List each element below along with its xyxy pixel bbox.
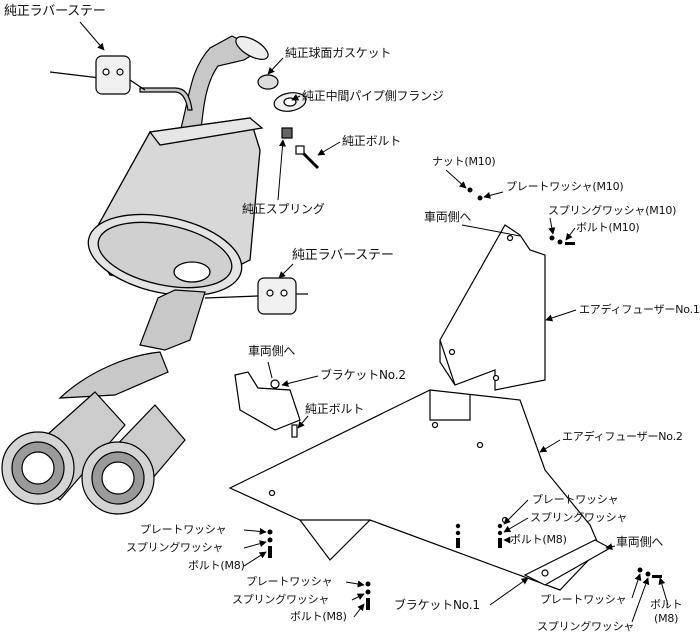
label-spherical-gasket: 純正球面ガスケット	[285, 46, 392, 60]
oem-bolt-mid	[291, 424, 298, 438]
label-air-diffuser-1: エアディフューザーNo.1	[579, 303, 700, 316]
label-bolt-br: ボルト	[650, 598, 683, 611]
label-spring-washer-l: スプリングワッシャ	[126, 541, 224, 554]
label-to-vehicle-1: 車両側へ	[424, 210, 472, 224]
muffler-body	[87, 117, 264, 297]
rubber-stay-top	[49, 55, 146, 95]
label-bolt-br-size: (M8)	[654, 612, 679, 625]
label-plate-washer-b: プレートワッシャ	[246, 575, 333, 588]
label-plate-washer-r: プレートワッシャ	[532, 493, 619, 506]
rubber-stay-mid	[204, 277, 308, 315]
leader-lines	[79, 21, 669, 623]
label-bolt-m8-b: ボルト(M8)	[290, 610, 347, 623]
label-plate-washer-br: プレートワッシャ	[540, 593, 627, 606]
label-plate-washer-l: プレートワッシャ	[140, 523, 227, 536]
hanger-rod-top	[139, 87, 193, 111]
label-rubber-stay-top: 純正ラバーステー	[4, 4, 106, 19]
label-nut-m10: ナット(M10)	[432, 155, 496, 168]
label-spring-washer-r: スプリングワッシャ	[530, 511, 628, 524]
label-bolt-m8-l: ボルト(M8)	[188, 559, 245, 572]
label-oem-spring: 純正スプリング	[242, 202, 325, 216]
fastener-stack-bracket1	[637, 567, 662, 578]
fastener-stack-right	[455, 523, 503, 548]
label-to-vehicle-3: 車両側へ	[616, 535, 664, 549]
air-diffuser-no1-panel	[439, 224, 546, 391]
label-spring-washer-m10: スプリングワッシャ(M10)	[548, 204, 677, 217]
fastener-stack-left	[267, 529, 273, 558]
label-air-diffuser-2: エアディフューザーNo.2	[562, 430, 683, 443]
tail-pipe-connection	[58, 289, 206, 399]
label-plate-washer-m10: プレートワッシャ(M10)	[506, 180, 624, 193]
label-oem-bolt-top: 純正ボルト	[342, 134, 402, 148]
label-to-vehicle-2: 車両側へ	[248, 344, 296, 358]
label-bracket-2: ブラケットNo.2	[320, 368, 406, 382]
label-mid-pipe-flange: 純正中間パイプ側フランジ	[302, 89, 444, 103]
label-spring-washer-br: スプリングワッシャ	[537, 620, 635, 633]
tail-tip-right	[81, 404, 186, 515]
oem-spring-and-bolt	[281, 127, 320, 170]
label-bolt-m10: ボルト(M10)	[576, 221, 640, 234]
bracket-no2	[234, 371, 301, 431]
tail-tip-left	[1, 391, 126, 505]
fastener-stack-m10	[467, 187, 575, 245]
label-rubber-stay-mid: 純正ラバーステー	[292, 248, 394, 263]
fastener-stack-bottom	[365, 581, 371, 610]
label-oem-bolt-mid: 純正ボルト	[305, 402, 365, 416]
label-bolt-m8-r: ボルト(M8)	[510, 533, 567, 546]
label-bracket-1: ブラケットNo.1	[394, 598, 480, 612]
label-spring-washer-b: スプリングワッシャ	[232, 593, 330, 606]
gasket-and-flange	[235, 36, 307, 112]
